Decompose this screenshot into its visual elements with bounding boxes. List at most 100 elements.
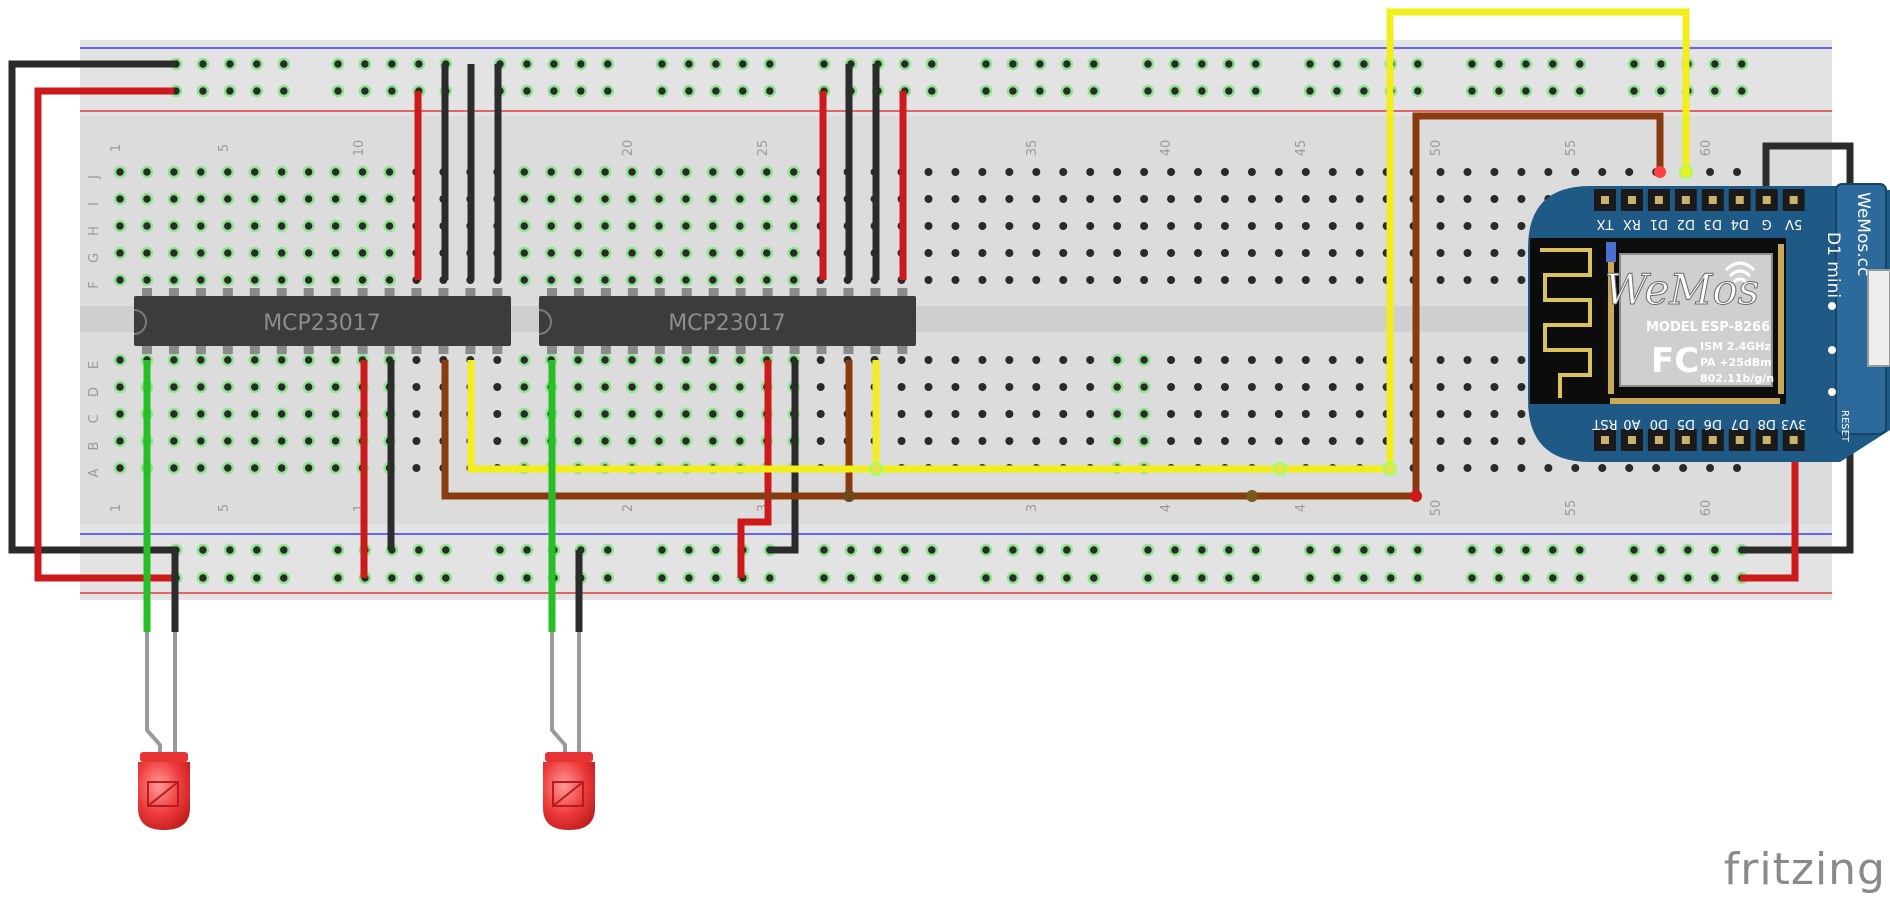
breadboard-hole <box>1517 222 1526 230</box>
breadboard-hole <box>1274 437 1283 445</box>
breadboard-hole <box>1355 383 1364 391</box>
breadboard-hole <box>221 380 235 394</box>
breadboard-hole <box>1301 222 1310 230</box>
pin-label: 3V3 <box>1781 416 1806 431</box>
breadboard-hole <box>733 380 747 394</box>
breadboard-hole <box>1436 383 1445 391</box>
breadboard-hole <box>706 353 720 367</box>
breadboard-hole <box>1328 437 1337 445</box>
breadboard-hole <box>1140 276 1149 284</box>
breadboard-hole <box>1411 57 1425 71</box>
breadboard-hole <box>571 380 585 394</box>
breadboard-hole <box>518 273 531 287</box>
breadboard-hole <box>1194 195 1202 203</box>
module-contacts-bottom <box>1610 398 1780 404</box>
chip-pin <box>438 288 449 296</box>
wire-yellow-sda[interactable] <box>467 8 1690 473</box>
breadboard-hole <box>1463 222 1472 230</box>
header-pin-pad <box>1654 196 1663 204</box>
wire-black-left-feed[interactable] <box>8 60 176 554</box>
breadboard-hole <box>1706 168 1715 176</box>
breadboard-hole <box>1249 543 1263 557</box>
breadboard-hole <box>493 383 502 391</box>
breadboard-hole <box>1465 571 1479 585</box>
breadboard-hole <box>1355 222 1364 230</box>
led-1[interactable] <box>138 632 190 830</box>
breadboard-hole <box>571 165 585 179</box>
breadboard-hole <box>1006 57 1020 71</box>
breadboard-hole <box>787 192 800 206</box>
breadboard-hole <box>1194 356 1202 364</box>
chip-pin <box>168 288 179 296</box>
led-2[interactable] <box>543 632 595 830</box>
breadboard-hole <box>1706 464 1715 472</box>
wire-red-chip2-bottom[interactable] <box>737 360 772 578</box>
breadboard-hole <box>787 273 800 287</box>
breadboard-hole <box>1652 464 1661 472</box>
breadboard-hole <box>1625 464 1634 472</box>
breadboard-hole <box>924 383 933 391</box>
breadboard-hole <box>1137 380 1151 394</box>
breadboard-hole <box>978 356 987 364</box>
chip-notch <box>538 309 552 335</box>
breadboard-hole <box>1059 383 1068 391</box>
wire-black-right-gnd[interactable] <box>1740 142 1854 554</box>
breadboard-hole <box>1654 84 1668 98</box>
breadboard-hole <box>763 84 777 98</box>
wire-red-right-3v3[interactable] <box>1740 440 1799 582</box>
board-button-dot <box>1828 388 1836 396</box>
breadboard-hole <box>1032 195 1041 203</box>
wire-red-left-feed[interactable] <box>34 87 176 582</box>
wires <box>8 8 1854 632</box>
breadboard-hole <box>1005 276 1014 284</box>
chip-pin <box>600 346 611 354</box>
breadboard-label: 50 <box>1429 140 1444 157</box>
ic-chip-2[interactable]: MCP23017 <box>538 296 916 346</box>
breadboard-label: 4 <box>1159 504 1174 512</box>
led-body <box>138 762 190 830</box>
breadboard-hole <box>787 219 800 233</box>
breadboard-hole <box>1571 168 1580 176</box>
breadboard-hole <box>113 273 127 287</box>
breadboard-hole <box>302 165 315 179</box>
breadboard-hole <box>924 168 933 176</box>
breadboard-hole <box>1708 571 1722 585</box>
breadboard-hole <box>221 246 235 260</box>
wire-brown-scl[interactable] <box>441 112 1664 500</box>
wire-black-chip2-bottom[interactable] <box>768 360 799 554</box>
chip-pin <box>762 288 773 296</box>
breadboard-hole <box>329 219 342 233</box>
breadboard-hole <box>598 246 612 260</box>
breadboard-hole <box>574 57 588 71</box>
breadboard-hole <box>1490 249 1499 257</box>
chip-pin <box>870 346 881 354</box>
breadboard-hole <box>1571 464 1580 472</box>
breadboard-hole <box>1060 543 1074 557</box>
breadboard-hole <box>1220 168 1229 176</box>
breadboard-hole <box>951 276 960 284</box>
breadboard-hole <box>1303 84 1317 98</box>
breadboard-hole <box>329 192 342 206</box>
breadboard-hole <box>625 192 639 206</box>
ic-chip-1[interactable]: MCP23017 <box>133 296 511 346</box>
breadboard-hole <box>493 437 502 445</box>
breadboard-hole <box>652 380 666 394</box>
breadboard-hole <box>1110 353 1124 367</box>
breadboard-hole <box>275 353 288 367</box>
breadboard-hole <box>760 273 774 287</box>
chip-pin <box>492 346 503 354</box>
header-pin-pad <box>1681 436 1690 444</box>
breadboard-hole <box>1627 84 1641 98</box>
breadboard-hole <box>709 571 723 585</box>
breadboard-hole <box>1355 437 1364 445</box>
breadboard-hole <box>1086 168 1095 176</box>
breadboard-hole <box>248 246 261 260</box>
breadboard-hole <box>1194 222 1202 230</box>
breadboard-hole <box>625 219 639 233</box>
chip-pin <box>195 346 206 354</box>
breadboard-hole <box>760 192 774 206</box>
breadboard-hole <box>518 165 531 179</box>
breadboard-hole <box>248 273 261 287</box>
breadboard-hole <box>897 410 906 418</box>
